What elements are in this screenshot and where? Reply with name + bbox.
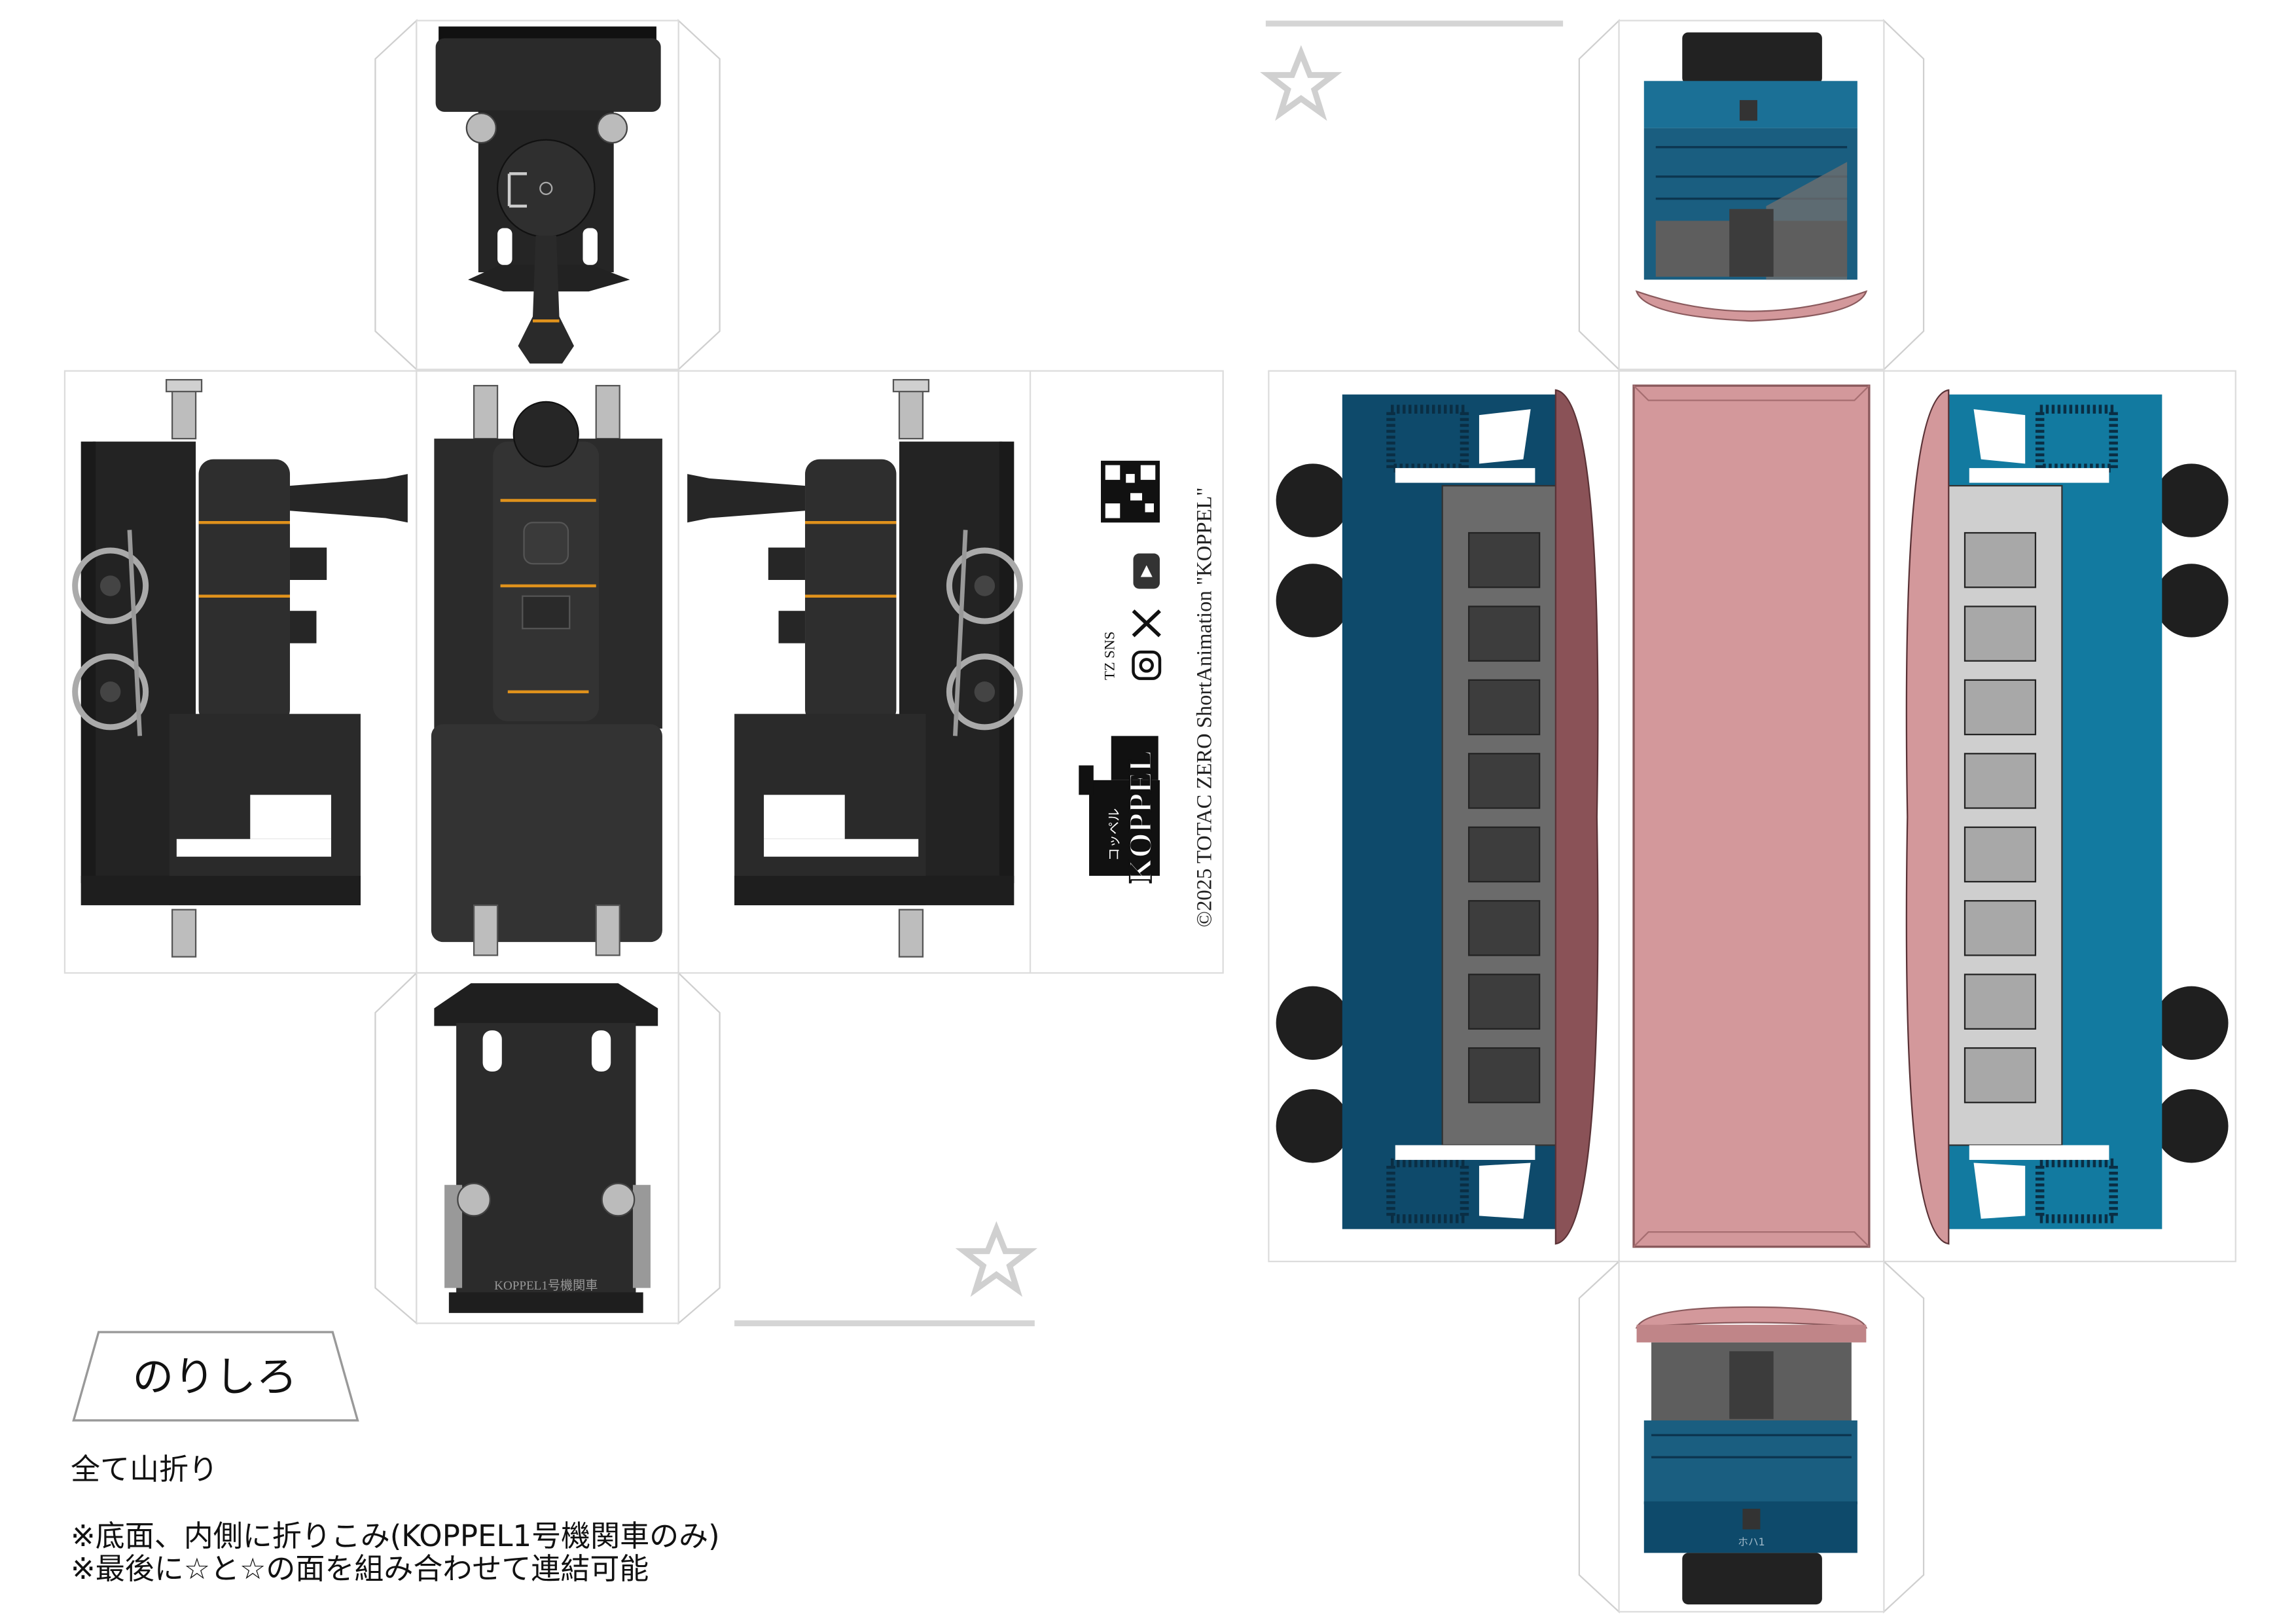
coach-end-plate: ホハ1 [1738,1536,1765,1548]
coach-rear-end: ホハ1 [1635,1306,1868,1605]
koppel-logo: KOPPEL コッペル [1079,736,1160,884]
svg-text:コッペル: コッペル [1106,808,1122,861]
youtube-icon[interactable] [1133,553,1160,589]
instagram-icon[interactable] [1132,650,1162,680]
locomotive-rear-plate: KOPPEL1号機関車 [494,1278,598,1293]
note-coupling: ※最後に☆と☆の面を組み合わせて連結可能 [71,1551,649,1586]
locomotive-rear-view: KOPPEL1号機関車 [434,983,658,1313]
coach-roof [1632,384,1871,1248]
x-icon[interactable] [1132,609,1161,638]
star-marker-icon [964,1229,1029,1290]
star-marker-icon [1268,53,1333,113]
locomotive-front-view [431,385,662,956]
glue-tab-label: のりしろ [132,1353,297,1401]
locomotive-net: TZ SNS KOPPEL コッペル ©2025 TOTAC ZERO Shor… [63,18,1224,1327]
info-panel: TZ SNS KOPPEL コッペル ©2025 TOTAC ZERO Shor… [1079,460,1217,928]
locomotive-top-view [435,26,661,364]
note-bottom-fold: ※底面、内側に折りこみ(KOPPEL1号機関車のみ) [71,1519,720,1553]
glue-tab: のりしろ [72,1331,359,1422]
qr-code-icon[interactable] [1101,460,1160,523]
fold-instruction: 全て山折り [71,1452,219,1487]
coach-net: ホハ1 [1266,18,2236,1614]
sns-label: TZ SNS [1101,632,1117,680]
coach-front-end [1635,32,1868,322]
copyright-text: ©2025 TOTAC ZERO ShortAnimation "KOPPEL" [1193,487,1217,927]
svg-text:KOPPEL: KOPPEL [1122,750,1158,883]
